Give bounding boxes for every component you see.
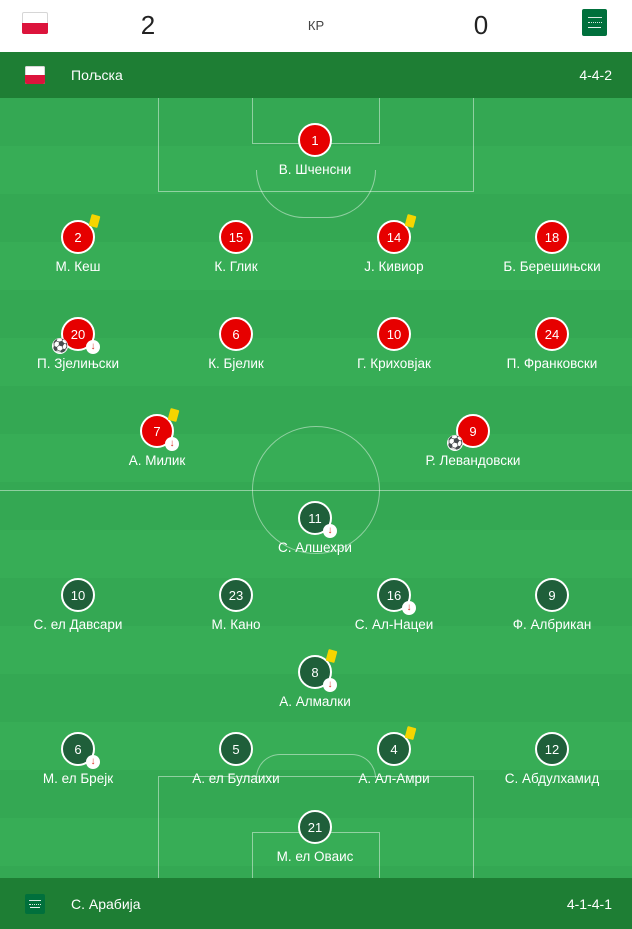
player-number: 8 <box>298 655 332 689</box>
player-number: 4 <box>377 732 411 766</box>
yellow-card-icon <box>167 408 180 422</box>
match-status: КР <box>307 18 325 33</box>
saudi-arabia-flag-icon <box>25 894 45 914</box>
saudi-arabia-flag-icon[interactable] <box>582 9 607 36</box>
poland-flag-icon <box>25 66 45 84</box>
player-name: П. Зјелињски <box>36 356 119 371</box>
player-name: К. Глик <box>214 259 258 274</box>
yellow-card-icon <box>404 214 417 228</box>
home-formation: 4-4-2 <box>579 67 612 83</box>
home-team-name: Пољска <box>71 67 123 83</box>
player-number: 15 <box>219 220 253 254</box>
player-name: С. Алшехри <box>278 540 352 555</box>
player-number: 1 <box>298 123 332 157</box>
player-name: Г. Криховјак <box>357 356 431 371</box>
player-number: 10 <box>61 578 95 612</box>
substitution-off-icon: ↓ <box>323 678 337 692</box>
player-number: 12 <box>535 732 569 766</box>
substitution-off-icon: ↓ <box>165 437 179 451</box>
poland-flag-icon[interactable] <box>22 12 48 34</box>
player-number: 9 <box>535 578 569 612</box>
away-formation: 4-1-4-1 <box>566 896 612 912</box>
player-number: 24 <box>535 317 569 351</box>
substitution-off-icon: ↓ <box>402 601 416 615</box>
player-name: М. ел Оваис <box>276 849 354 864</box>
player-name: А. ел Булаихи <box>192 771 280 786</box>
player-name: С. Абдулхамид <box>504 771 600 786</box>
player-name: Б. Берешињски <box>503 259 601 274</box>
player-number: 18 <box>535 220 569 254</box>
player-name: М. Кано <box>211 617 261 632</box>
player-name: С. ел Давсари <box>33 617 123 632</box>
player-number: 2 <box>61 220 95 254</box>
player-number: 6 <box>219 317 253 351</box>
player-name: Р. Левандовски <box>425 453 521 468</box>
home-score: 2 <box>140 10 156 40</box>
top-penalty-arc <box>256 170 376 218</box>
player-number: 5 <box>219 732 253 766</box>
yellow-card-icon <box>325 649 338 663</box>
substitution-off-icon: ↓ <box>86 340 100 354</box>
player-name: Ј. Кивиор <box>364 259 424 274</box>
player-name: А. Милик <box>128 453 186 468</box>
player-number: 14 <box>377 220 411 254</box>
away-score: 0 <box>473 10 489 40</box>
player-number: 23 <box>219 578 253 612</box>
substitution-off-icon: ↓ <box>86 755 100 769</box>
player-name: К. Бјелик <box>208 356 264 371</box>
pitch: 1 В. Шченсни 2 М. Кеш 15 К. Глик 14 Ј. К… <box>0 98 632 878</box>
away-team-header[interactable]: С. Арабија 4-1-4-1 <box>0 878 632 929</box>
away-team-name: С. Арабија <box>71 896 141 912</box>
player-name: А. Алмалки <box>279 694 351 709</box>
player-name: В. Шченсни <box>278 162 352 177</box>
yellow-card-icon <box>404 726 417 740</box>
home-team-header[interactable]: Пољска 4-4-2 <box>0 52 632 98</box>
substitution-off-icon: ↓ <box>323 524 337 538</box>
player-name: М. Кеш <box>55 259 101 274</box>
goal-ball-icon: ⚽ <box>52 338 69 354</box>
goal-ball-icon: ⚽ <box>447 435 464 451</box>
player-name: Ф. Албрикан <box>512 617 592 632</box>
score-bar: 2 КР 0 <box>0 0 632 52</box>
player-name: П. Франковски <box>506 356 598 371</box>
player-number: 10 <box>377 317 411 351</box>
player-name: С. Ал-Нацеи <box>354 617 434 632</box>
player-name: М. ел Брејк <box>42 771 114 786</box>
player-number: 21 <box>298 810 332 844</box>
player-name: А. Ал-Амри <box>358 771 430 786</box>
center-circle <box>252 426 380 554</box>
yellow-card-icon <box>88 214 101 228</box>
